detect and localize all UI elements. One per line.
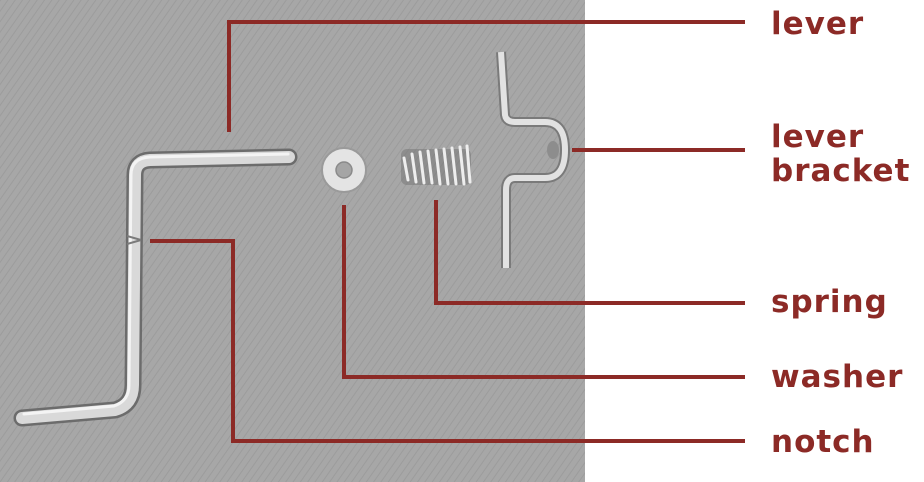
label-washer: washer xyxy=(771,360,903,394)
label-lever-bracket-line2: bracket xyxy=(771,154,910,188)
label-lever-bracket: lever bracket xyxy=(771,120,910,188)
label-lever-bracket-line1: lever xyxy=(771,120,910,154)
label-spring: spring xyxy=(771,285,888,319)
spring-part xyxy=(401,146,471,185)
label-notch: notch xyxy=(771,425,875,459)
washer-part xyxy=(322,148,366,192)
label-lever: lever xyxy=(771,7,864,41)
